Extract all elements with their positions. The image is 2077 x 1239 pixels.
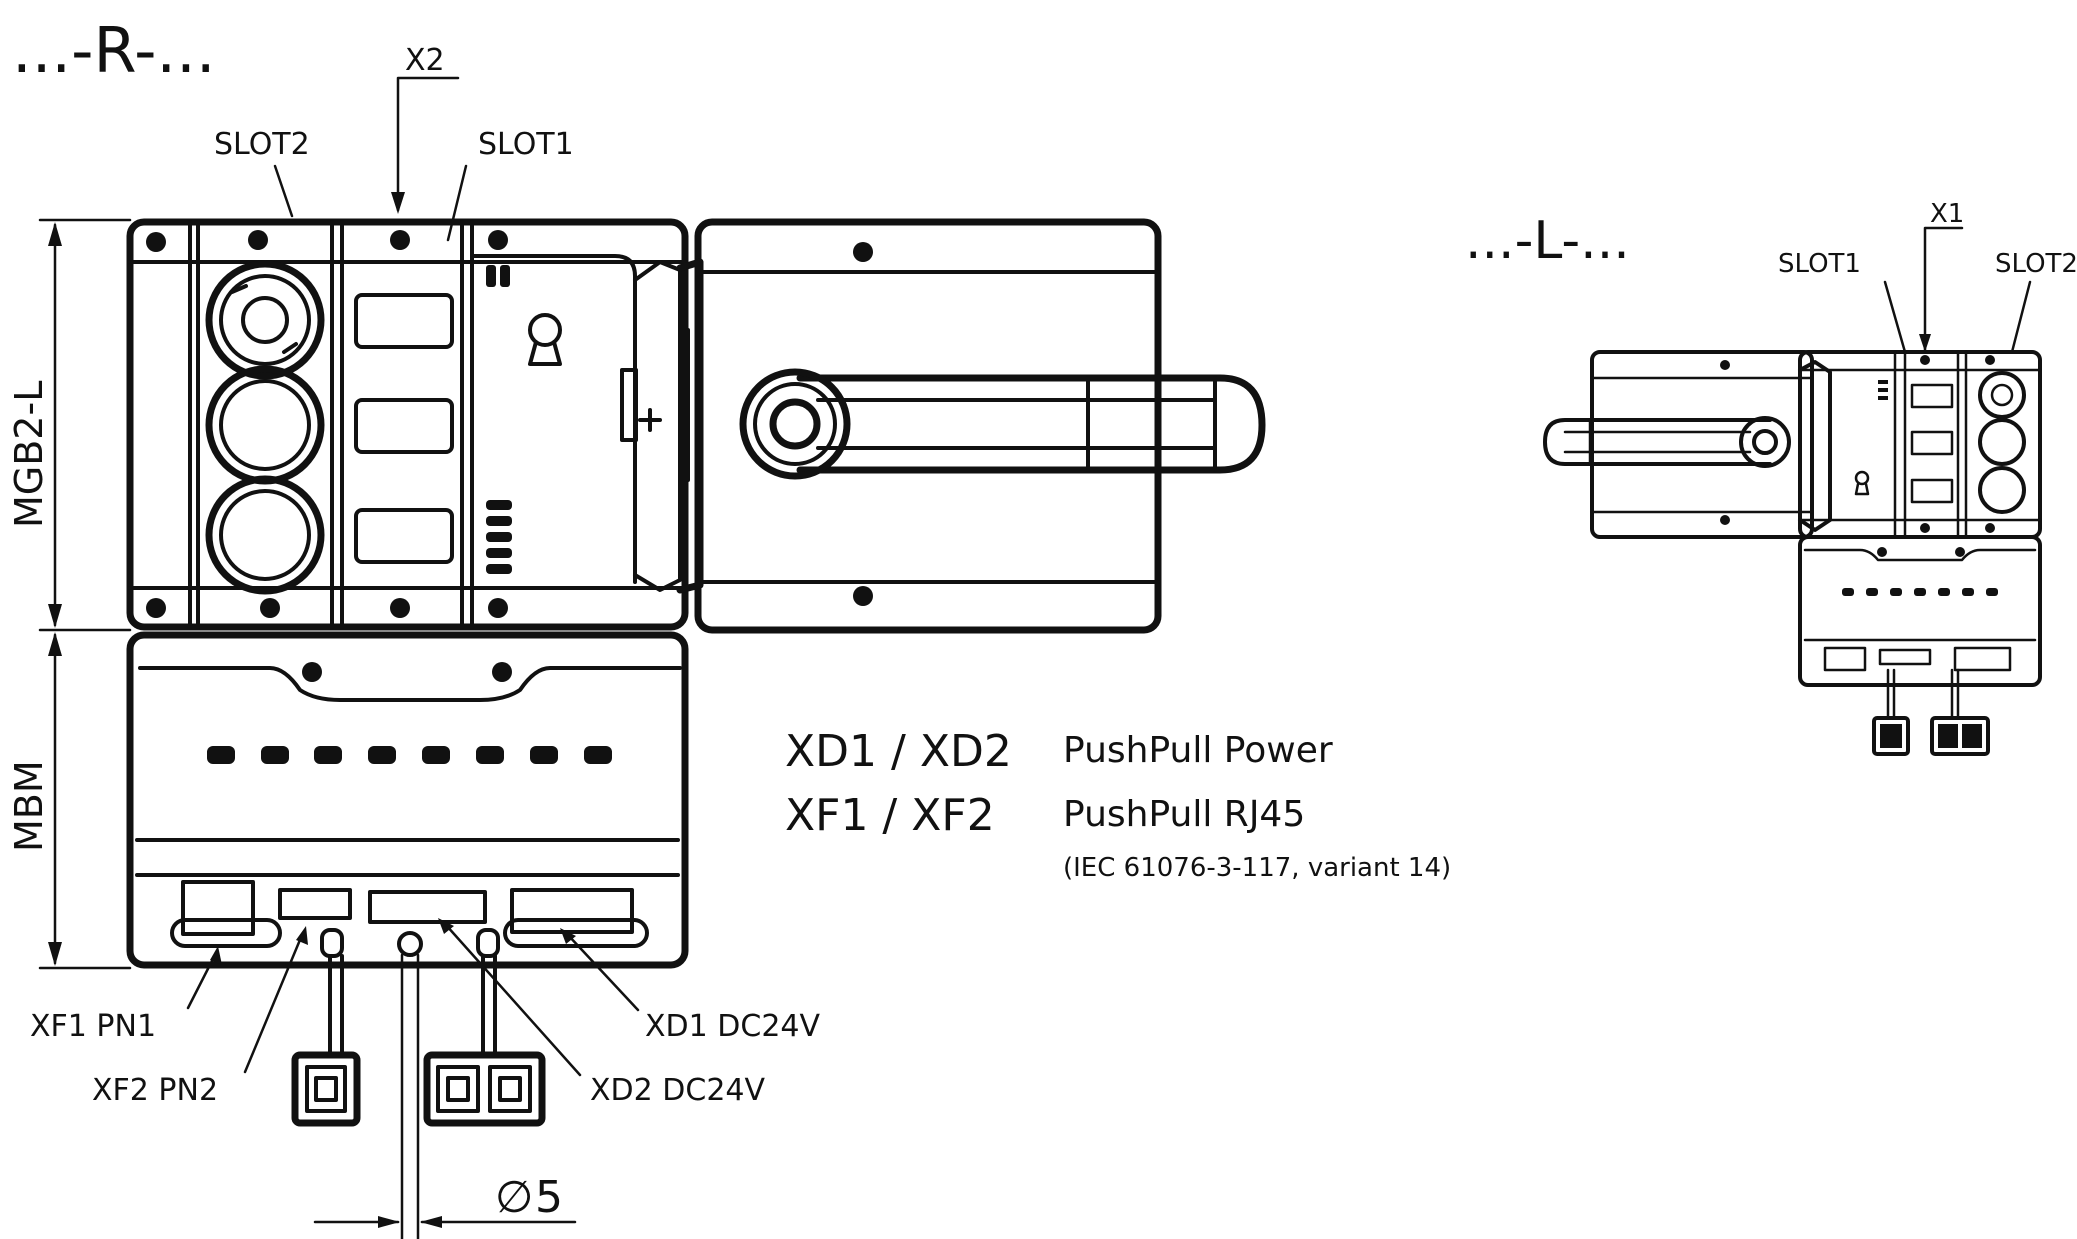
slot1-label: SLOT1: [478, 127, 574, 162]
mgb2-dimension-label: MGB2-L: [7, 381, 51, 528]
pushbutton-2: [205, 475, 325, 595]
left-mgb2-housing: [1798, 350, 2042, 539]
diameter-symbol: ∅: [495, 1172, 533, 1223]
x2-arrowhead: [391, 192, 405, 214]
legend-row1-desc: PushPull Power: [1063, 730, 1333, 771]
left-handle-module: [1543, 350, 1814, 539]
slot1-leader: [446, 164, 468, 242]
keyhole-icon: [528, 313, 562, 347]
xd1-socket: [510, 888, 634, 934]
left-slot2-leader: [2010, 280, 2032, 354]
slot1-window-1: [354, 293, 454, 349]
diameter-value: 5: [535, 1172, 563, 1223]
left-view-title: ...-L-...: [1465, 211, 1630, 271]
mgb2-housing: [126, 218, 689, 631]
xf2-label: XF2 PN2: [92, 1073, 218, 1108]
xd1-leader: [566, 933, 640, 1012]
xf1-leader: [186, 953, 217, 1010]
legend-row2-desc: PushPull RJ45: [1063, 794, 1305, 835]
xd1-label: XD1 DC24V: [645, 1009, 820, 1044]
legend-row2-note: (IEC 61076-3-117, variant 14): [1063, 853, 1451, 883]
mbm-dimension-label: MBM: [7, 760, 51, 852]
left-slot2-label: SLOT2: [1995, 249, 2077, 279]
mbm-module: [126, 631, 689, 969]
dimension-mbm: MBM: [7, 632, 132, 970]
emergency-stop-button: [205, 260, 325, 380]
right-view-title: ...-R-...: [12, 14, 216, 87]
diameter-dimension: ∅ 5: [313, 953, 577, 1239]
right-view: ...-R-... X2 SLOT2 SLOT1 MGB2-L MBM: [7, 14, 1266, 1239]
xf1-label: XF1 PN1: [30, 1009, 156, 1044]
mbm-led-row: [207, 746, 612, 764]
handle-module: [676, 218, 1266, 634]
x2-label: X2: [405, 43, 445, 78]
slot1-window-3: [354, 508, 454, 564]
connector-caps: [291, 954, 546, 1127]
xd2-label: XD2 DC24V: [590, 1073, 765, 1108]
slot2-label: SLOT2: [214, 127, 310, 162]
xf2-leader: [243, 933, 304, 1074]
legend: XD1 / XD2 PushPull Power XF1 / XF2 PushP…: [785, 726, 1451, 883]
left-mbm-module: [1798, 535, 2042, 756]
left-slot1-label: SLOT1: [1778, 249, 1861, 279]
x1-label: X1: [1930, 199, 1964, 229]
pushbutton-1: [205, 365, 325, 485]
door-handle: [796, 374, 1266, 474]
slot1-window-2: [354, 398, 454, 454]
left-view: ...-L-... X1 SLOT1 SLOT2: [1465, 199, 2077, 756]
dimension-mgb2: MGB2-L: [7, 218, 132, 632]
slot2-leader: [273, 164, 294, 218]
legend-row2-code: XF1 / XF2: [785, 790, 995, 841]
legend-row1-code: XD1 / XD2: [785, 726, 1012, 777]
xd2-leader: [444, 923, 582, 1077]
xf2-socket: [278, 888, 352, 920]
xd2-socket: [368, 890, 487, 924]
x2-leader: [396, 76, 460, 212]
x1-leader: [1923, 226, 1964, 352]
xf1-socket: [181, 880, 255, 936]
left-slot1-leader: [1883, 280, 1907, 354]
